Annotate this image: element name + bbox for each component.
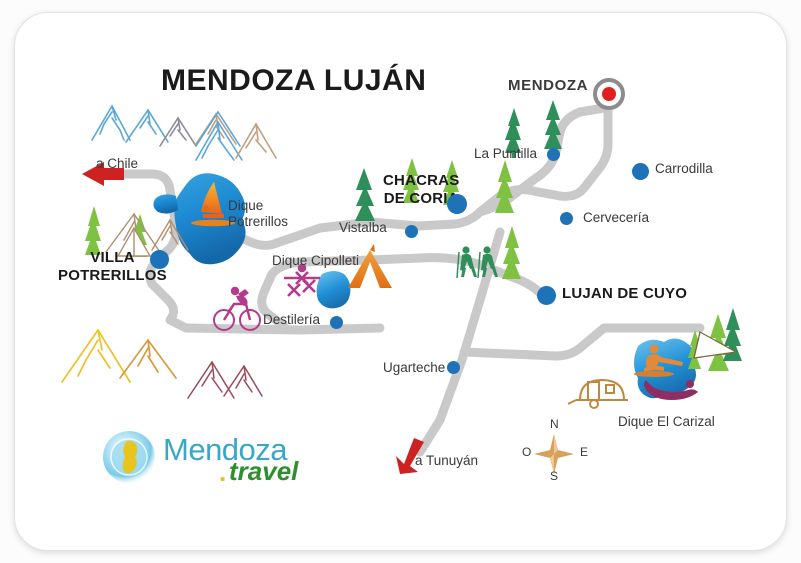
arrow-down-red bbox=[396, 438, 424, 474]
picnic-table-icon bbox=[284, 263, 320, 297]
dot-la-puntilla[interactable] bbox=[547, 148, 560, 161]
road-lujan-carizal bbox=[459, 323, 705, 361]
dot-carrodilla[interactable] bbox=[632, 163, 649, 180]
compass-south-label: S bbox=[550, 469, 559, 483]
road-vistalba bbox=[413, 105, 613, 231]
dot-chacras-de-coria[interactable] bbox=[447, 194, 467, 214]
place-vistalba: Vistalba bbox=[339, 220, 387, 235]
dot-ugarteche[interactable] bbox=[447, 361, 460, 374]
dique-el-carizal-water bbox=[634, 338, 696, 399]
dot-vistalba[interactable] bbox=[405, 225, 418, 238]
label-line-2: POTRERILLOS bbox=[58, 267, 167, 284]
capital-marker-red[interactable] bbox=[593, 78, 625, 110]
dique-potrerillos-inlet bbox=[153, 194, 178, 214]
place-ugarteche: Ugarteche bbox=[383, 360, 446, 375]
paraglider-wing-icon bbox=[693, 331, 738, 359]
page-title: MENDOZA LUJÁN bbox=[161, 64, 427, 97]
compass-rose bbox=[534, 434, 574, 474]
logo-mendoza-text: Mendoza bbox=[163, 432, 288, 467]
pine-tree-icon bbox=[495, 160, 514, 213]
pine-tree-icon bbox=[502, 226, 521, 279]
hikers-icon bbox=[456, 246, 498, 279]
mountain-icon bbox=[187, 360, 263, 399]
cyclist-icon bbox=[213, 286, 261, 331]
pine-tree-icon bbox=[723, 308, 742, 361]
mountain-icon bbox=[105, 212, 189, 253]
logo-travel-text: travel bbox=[229, 456, 299, 486]
major-place-chacras-de-coria: CHACRAS DE CORIA bbox=[383, 172, 459, 208]
place-la-puntilla: La Puntilla bbox=[474, 146, 538, 161]
mountain-icon bbox=[195, 120, 277, 161]
compass-west-label: O bbox=[522, 445, 532, 459]
capital-label: MENDOZA bbox=[508, 77, 589, 94]
water-dique-potrerillos: Dique Potrerillos bbox=[228, 198, 288, 230]
direction-a-chile: a Chile bbox=[96, 156, 139, 171]
label-line-2: Potrerillos bbox=[228, 214, 289, 230]
label-line-1: VILLA bbox=[90, 249, 135, 266]
pine-tree-icon bbox=[505, 108, 521, 158]
dique-potrerillos-water bbox=[174, 173, 246, 265]
place-destileria: Destilería bbox=[263, 312, 321, 327]
tent-icon bbox=[116, 226, 152, 257]
windsurfer-icon bbox=[191, 182, 235, 227]
major-place-villa-potrerillos: VILLA POTRERILLOS bbox=[58, 249, 167, 285]
dot-lujan-de-cuyo[interactable] bbox=[537, 286, 556, 305]
place-cerveceria: Cervecería bbox=[583, 210, 650, 225]
water-dique-el-carizal: Dique El Carizal bbox=[618, 414, 715, 429]
paraglider-icon bbox=[644, 380, 698, 400]
road-south-loop bbox=[257, 255, 375, 331]
direction-a-tunuyan: a Tunuyán bbox=[415, 453, 479, 468]
label-line-2: DE CORIA bbox=[383, 190, 459, 207]
road-tunuyan bbox=[415, 227, 505, 457]
tent-icon bbox=[348, 244, 392, 288]
label-line-1: Dique bbox=[228, 198, 264, 213]
dot-villa-potrerillos[interactable] bbox=[150, 250, 169, 269]
pine-tree-icon bbox=[403, 158, 419, 203]
compass-east-label: E bbox=[580, 445, 589, 459]
water-dique-cipolleti: Dique Cipolleti bbox=[272, 253, 360, 268]
mountain-icon bbox=[91, 104, 241, 147]
pine-tree-icon bbox=[355, 168, 375, 221]
pine-tree-icon bbox=[544, 100, 562, 149]
water-skier-icon bbox=[634, 344, 683, 377]
pine-tree-icon bbox=[443, 160, 459, 205]
dot-destileria[interactable] bbox=[330, 316, 343, 329]
label-line-1: CHACRAS bbox=[383, 172, 460, 189]
pine-tree-icon bbox=[85, 206, 101, 255]
dique-cipolleti-water bbox=[316, 271, 351, 309]
logo-dot: . bbox=[219, 457, 227, 487]
dot-cerveceria[interactable] bbox=[560, 212, 573, 225]
arrow-left-red bbox=[82, 162, 124, 186]
globe-icon bbox=[103, 431, 155, 483]
mountain-icon bbox=[61, 328, 177, 383]
caravan-icon bbox=[567, 378, 628, 409]
compass-north-label: N bbox=[550, 417, 559, 431]
place-carrodilla: Carrodilla bbox=[655, 161, 713, 176]
major-place-lujan-de-cuyo: LUJAN DE CUYO bbox=[562, 285, 688, 302]
